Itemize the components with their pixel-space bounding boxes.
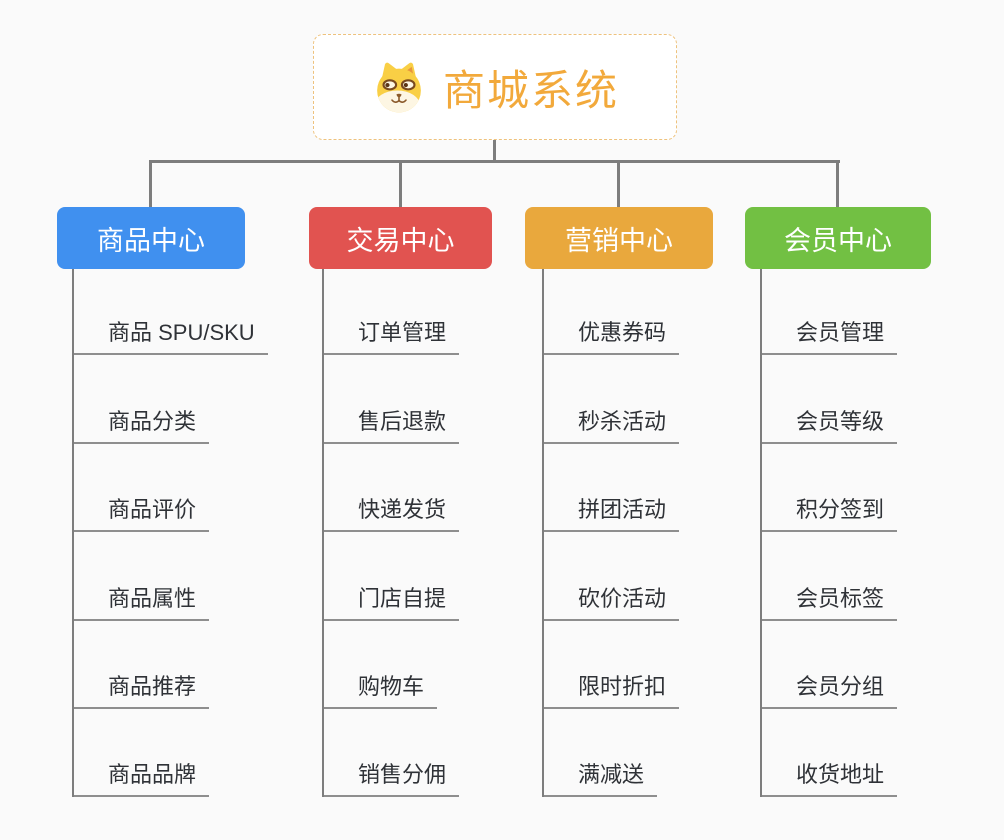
leaf-node[interactable]: 商品 SPU/SKU bbox=[74, 319, 268, 355]
branch-label: 交易中心 bbox=[346, 225, 455, 256]
connector-stub-branch-4 bbox=[836, 160, 839, 208]
leaf-node[interactable]: 快递发货 bbox=[324, 496, 460, 532]
branch-column-marketing-center: 优惠券码 秒杀活动 拼团活动 砍价活动 限时折扣 满减送 bbox=[542, 269, 680, 797]
connector-root-stub bbox=[493, 140, 496, 161]
branch-column-member-center: 会员管理 会员等级 积分签到 会员标签 会员分组 收货地址 bbox=[760, 269, 898, 797]
leaf-node[interactable]: 商品评价 bbox=[74, 496, 210, 532]
branch-column-product-center: 商品 SPU/SKU 商品分类 商品评价 商品属性 商品推荐 商品品牌 bbox=[72, 269, 268, 797]
leaf-node[interactable]: 门店自提 bbox=[324, 585, 460, 621]
connector-stub-branch-3 bbox=[617, 160, 620, 208]
leaf-node[interactable]: 优惠券码 bbox=[544, 319, 680, 355]
branch-node-marketing-center[interactable]: 营销中心 bbox=[525, 207, 713, 269]
connector-stub-branch-1 bbox=[149, 160, 152, 208]
branch-label: 会员中心 bbox=[784, 225, 892, 256]
leaf-node[interactable]: 售后退款 bbox=[324, 408, 460, 444]
branch-node-member-center[interactable]: 会员中心 bbox=[745, 207, 931, 269]
leaf-node[interactable]: 限时折扣 bbox=[544, 673, 680, 709]
branch-label: 商品中心 bbox=[97, 225, 205, 256]
leaf-node[interactable]: 满减送 bbox=[544, 761, 658, 797]
connector-horizontal bbox=[150, 160, 840, 163]
root-node[interactable]: 商城系统 bbox=[313, 34, 677, 140]
leaf-node[interactable]: 会员标签 bbox=[762, 585, 898, 621]
leaf-node[interactable]: 商品属性 bbox=[74, 585, 210, 621]
leaf-node[interactable]: 订单管理 bbox=[324, 319, 460, 355]
leaf-node[interactable]: 商品分类 bbox=[74, 408, 210, 444]
dog-face-icon bbox=[377, 62, 421, 113]
branch-node-trade-center[interactable]: 交易中心 bbox=[309, 207, 492, 269]
leaf-node[interactable]: 会员等级 bbox=[762, 408, 898, 444]
leaf-node[interactable]: 收货地址 bbox=[762, 761, 898, 797]
leaf-node[interactable]: 会员管理 bbox=[762, 319, 898, 355]
leaf-node[interactable]: 商品品牌 bbox=[74, 761, 210, 797]
leaf-node[interactable]: 积分签到 bbox=[762, 496, 898, 532]
branch-column-trade-center: 订单管理 售后退款 快递发货 门店自提 购物车 销售分佣 bbox=[322, 269, 460, 797]
branch-label: 营销中心 bbox=[565, 225, 673, 256]
leaf-node[interactable]: 砍价活动 bbox=[544, 585, 680, 621]
root-node-title: 商城系统 bbox=[442, 66, 619, 114]
leaf-node[interactable]: 会员分组 bbox=[762, 673, 898, 709]
leaf-node[interactable]: 秒杀活动 bbox=[544, 408, 680, 444]
branch-node-product-center[interactable]: 商品中心 bbox=[57, 207, 245, 269]
leaf-node[interactable]: 商品推荐 bbox=[74, 673, 210, 709]
leaf-node[interactable]: 销售分佣 bbox=[324, 761, 460, 797]
leaf-node[interactable]: 拼团活动 bbox=[544, 496, 680, 532]
connector-stub-branch-2 bbox=[399, 160, 402, 208]
leaf-node[interactable]: 购物车 bbox=[324, 673, 438, 709]
